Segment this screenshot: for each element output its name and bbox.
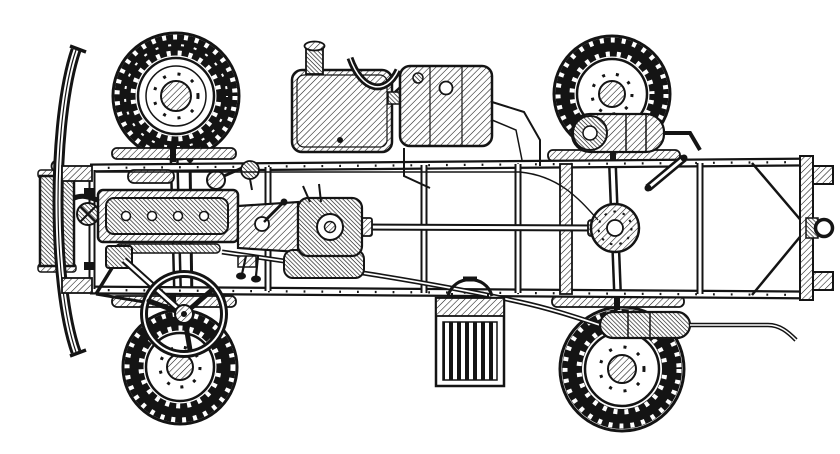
fuel-hose	[346, 56, 402, 91]
bumper-bracket-right	[61, 262, 94, 294]
front-bumper	[52, 44, 87, 358]
air-cleaner	[570, 112, 702, 154]
pitman-arm	[94, 267, 114, 295]
fuel-tank-main	[290, 68, 394, 154]
fuel-line	[403, 101, 541, 189]
master-cylinder	[236, 255, 261, 283]
pintle-hook	[805, 217, 835, 239]
filler-neck	[303, 40, 326, 75]
gearshift-lever	[263, 203, 283, 223]
frame-rail-left	[89, 157, 811, 173]
leaf-spring-front-left	[111, 145, 237, 162]
transmission	[236, 198, 300, 254]
bumperette-left	[812, 165, 834, 185]
fuel-tank-aux	[398, 64, 494, 148]
rear-frame-braces	[751, 162, 805, 296]
wheel-front-left	[111, 31, 241, 161]
rear-shock	[644, 154, 688, 192]
transfer-case	[296, 183, 364, 258]
tailpipe	[690, 322, 798, 342]
engine	[76, 188, 240, 254]
steering-wheel	[140, 270, 228, 358]
bumperette-right	[812, 271, 834, 291]
differential	[587, 202, 641, 254]
generator	[127, 169, 175, 184]
horn	[240, 160, 260, 191]
battery-box	[434, 276, 506, 388]
muffler	[598, 310, 692, 340]
brake-line	[96, 171, 599, 221]
bumper-bracket-left	[61, 165, 94, 196]
